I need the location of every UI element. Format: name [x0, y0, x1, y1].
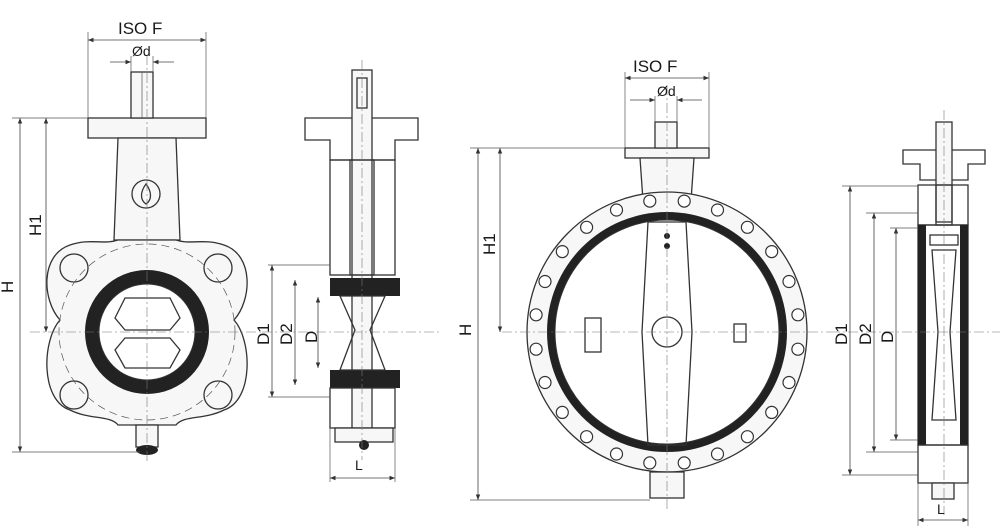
- height-label: H: [456, 324, 475, 336]
- bolt-hole: [538, 375, 552, 390]
- lug-valve-side-view: D1 D2 D L: [254, 60, 440, 482]
- bolt-hole: [740, 430, 755, 444]
- disc: [114, 297, 181, 331]
- bolt-hole: [791, 308, 805, 322]
- bolt-hole: [579, 430, 594, 444]
- lug-hole: [203, 253, 233, 283]
- position-indicator-icon: [131, 179, 161, 209]
- d2-label: D2: [277, 323, 296, 345]
- bolt-hole: [710, 203, 725, 217]
- iso-f-label: ISO F: [633, 57, 677, 76]
- bolt-hole: [609, 447, 624, 461]
- lug-hole: [59, 253, 89, 283]
- d1-label: D1: [254, 323, 273, 345]
- shaft-diameter-label: Ød: [657, 83, 676, 99]
- flanged-valve-front-view: ISO F Ød H H1: [456, 57, 830, 510]
- length-label: L: [937, 501, 945, 517]
- bolt-hole: [677, 194, 691, 208]
- bolt-hole: [782, 274, 796, 289]
- iso-f-label: ISO F: [118, 19, 162, 38]
- d1-label: D1: [832, 323, 851, 345]
- length-label: L: [355, 457, 363, 473]
- d2-label: D2: [856, 323, 875, 345]
- bolt-hole: [643, 194, 657, 208]
- shaft-diameter-label: Ød: [132, 43, 151, 59]
- height1-label: H1: [480, 233, 499, 255]
- bolt-hole: [538, 274, 552, 289]
- bolt-hole: [529, 342, 543, 356]
- bolt-hole: [529, 308, 543, 322]
- bolt-hole: [609, 203, 624, 217]
- bolt-hole: [555, 405, 569, 419]
- bolt-hole: [555, 245, 569, 259]
- flanged-valve-side-view: D1 D2 D L: [830, 110, 1000, 526]
- d-label: D: [302, 331, 321, 343]
- height-label: H: [0, 281, 17, 293]
- bolt-hole: [782, 375, 796, 390]
- bolt-hole: [710, 447, 725, 461]
- height1-label: H1: [26, 214, 45, 236]
- bolt-hole: [765, 245, 779, 259]
- bolt-hole: [677, 456, 691, 470]
- bolt-hole: [579, 220, 594, 234]
- bolt-hole: [765, 405, 779, 419]
- bolt-hole: [643, 456, 657, 470]
- flange-bolt-holes: [529, 194, 805, 470]
- lug-valve-front-view: ISO F Ød H H1: [0, 19, 262, 462]
- d-label: D: [878, 331, 897, 343]
- bolt-hole: [791, 342, 805, 356]
- bolt-hole: [740, 220, 755, 234]
- lug-hole: [203, 380, 233, 410]
